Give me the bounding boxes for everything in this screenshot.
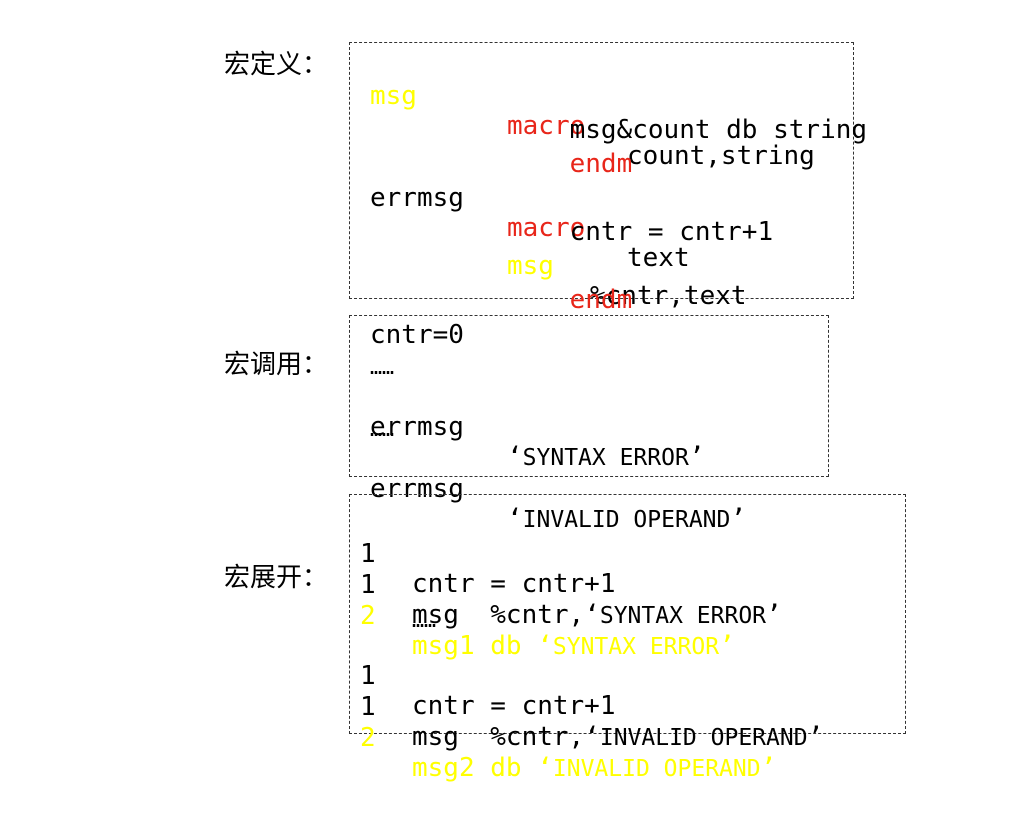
open-quote: ‘: [537, 631, 553, 661]
exp-code: msg1 db: [412, 631, 538, 661]
def-line-1: msg macro count,string: [370, 51, 815, 201]
def-line-5: cntr = cntr+1: [507, 187, 774, 277]
macro-expansion-label: 宏展开：: [224, 563, 329, 593]
macro-definition-box: msg macro count,string msg&count db stri…: [349, 42, 867, 315]
def-macro-params: count,string: [627, 141, 815, 171]
open-quote: ‘: [537, 753, 553, 783]
close-quote: ’: [688, 442, 705, 472]
def-inner-macro-args: %cntr,text: [590, 281, 747, 311]
macro-call-box: cntr=0 …… errmsg ‘SYNTAX ERROR’ …… errms…: [349, 315, 829, 534]
exp-level-number: 1: [360, 661, 376, 691]
exp-line-5: 1 cntr = cntr+1: [360, 631, 616, 751]
exp-code: msg %cntr,: [412, 722, 585, 752]
macro-expansion-box: 1 cntr = cntr+1 1 msg %cntr,‘SYNTAX ERRO…: [349, 494, 906, 783]
call-macro-name: errmsg: [370, 412, 464, 442]
exp-code: cntr = cntr+1: [412, 569, 616, 599]
def-macro-body: msg&count db string: [569, 115, 868, 145]
def-line-4: errmsg macro text: [370, 153, 690, 303]
exp-level-number: 1: [360, 692, 376, 722]
def-line-6: msg %cntr,text: [507, 221, 747, 341]
def-inner-macro-call: msg: [507, 251, 554, 281]
close-quote: ’: [760, 753, 777, 783]
def-line-3: endm: [507, 119, 633, 209]
exp-level-number: 2: [360, 601, 376, 631]
call-ellipsis: ……: [370, 417, 395, 441]
close-quote: ’: [719, 631, 735, 661]
def-macro-keyword: macro: [507, 111, 586, 141]
open-quote: ‘: [584, 722, 600, 752]
exp-level-number: 2: [360, 723, 376, 753]
exp-argument: SYNTAX ERROR: [552, 634, 720, 660]
exp-level-number: 1: [360, 539, 376, 569]
close-quote: ’: [766, 600, 782, 630]
exp-code: msg %cntr,: [412, 600, 585, 630]
close-quote: ’: [730, 504, 747, 534]
call-line-1: cntr=0: [370, 320, 464, 350]
call-macro-name: errmsg: [370, 474, 464, 504]
exp-code: msg2 db: [412, 753, 538, 783]
exp-line-7: 2 msg2 db ‘INVALID OPERAND’: [360, 693, 776, 813]
close-quote: ’: [807, 722, 824, 752]
open-quote: ‘: [584, 600, 600, 630]
call-line-5: errmsg ‘INVALID OPERAND’: [370, 444, 746, 564]
def-macro-name-errmsg: errmsg: [370, 183, 464, 213]
def-line-2: msg&count db string: [507, 85, 867, 175]
def-endm-keyword: endm: [569, 285, 633, 315]
exp-code: cntr = cntr+1: [412, 691, 616, 721]
exp-argument: INVALID OPERAND: [599, 725, 808, 751]
open-quote: ‘: [507, 442, 523, 472]
def-endm-keyword: endm: [569, 149, 633, 179]
macro-call-label: 宏调用：: [224, 350, 329, 380]
exp-level-number: 1: [360, 570, 376, 600]
macro-definition-label: 宏定义：: [224, 50, 329, 80]
exp-ellipsis: ……: [412, 608, 437, 632]
def-macro-body: cntr = cntr+1: [569, 217, 774, 247]
def-macro-name-msg: msg: [370, 81, 417, 111]
exp-line-6: 1 msg %cntr,‘INVALID OPERAND’: [360, 662, 823, 782]
open-quote: ‘: [507, 504, 523, 534]
exp-line-2: 1 msg %cntr,‘SYNTAX ERROR’: [360, 540, 782, 660]
exp-argument: SYNTAX ERROR: [599, 603, 767, 629]
exp-argument: INVALID OPERAND: [552, 756, 761, 782]
exp-line-1: 1 cntr = cntr+1: [360, 509, 616, 629]
def-macro-params: text: [627, 243, 690, 273]
def-line-7: endm: [507, 255, 633, 345]
exp-line-3: 2 msg1 db ‘SYNTAX ERROR’: [360, 571, 735, 691]
call-argument: SYNTAX ERROR: [522, 445, 689, 471]
call-line-3: errmsg ‘SYNTAX ERROR’: [370, 382, 704, 502]
call-ellipsis: ……: [370, 355, 395, 379]
def-macro-keyword: macro: [507, 213, 586, 243]
call-argument: INVALID OPERAND: [522, 507, 731, 533]
